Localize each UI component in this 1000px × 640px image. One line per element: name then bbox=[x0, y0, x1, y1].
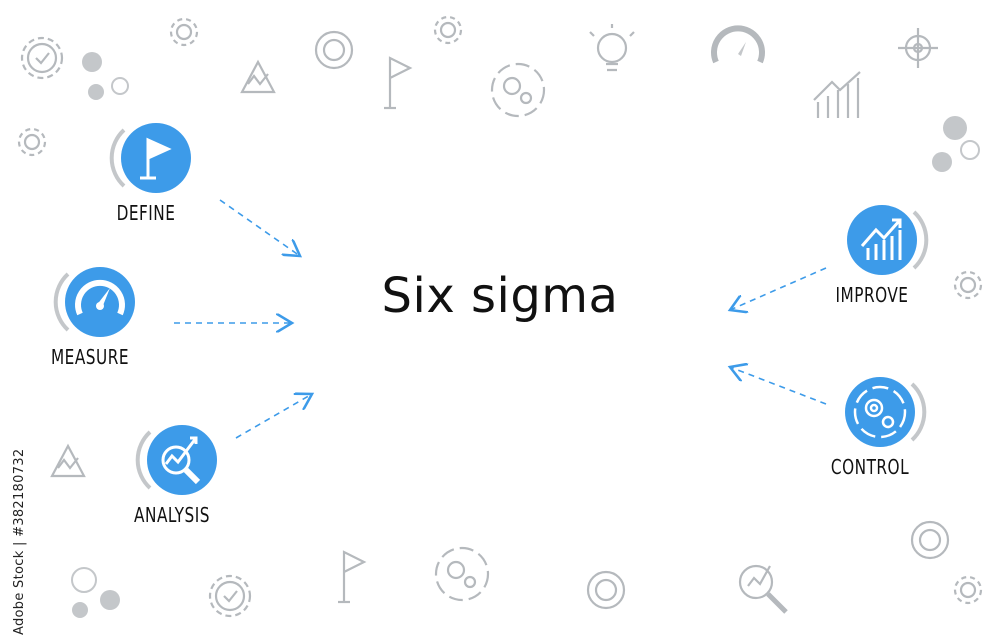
flag-icon bbox=[338, 550, 367, 604]
arrow-analysis bbox=[235, 394, 312, 439]
bar-chart-up-icon bbox=[847, 205, 929, 275]
bar-chart-up-icon bbox=[813, 71, 861, 118]
arrow-define bbox=[219, 199, 300, 256]
gear-check-icon bbox=[20, 36, 64, 80]
gear-icon bbox=[433, 15, 463, 45]
node-label: ANALYSIS bbox=[134, 504, 210, 528]
mountain-chart-icon bbox=[50, 443, 86, 478]
node-improve: IMPROVE bbox=[822, 200, 942, 320]
gears-cycle-icon bbox=[845, 377, 927, 447]
lightbulb-icon bbox=[589, 24, 635, 72]
gears-cycle-icon bbox=[490, 62, 546, 118]
magnifier-chart-icon bbox=[135, 425, 217, 495]
gear-icon bbox=[953, 270, 983, 300]
node-analysis: ANALYSIS bbox=[122, 420, 242, 540]
stock-id-text: Adobe Stock | #382180732 bbox=[12, 448, 27, 635]
gauge-icon bbox=[711, 25, 765, 64]
mountain-chart-icon bbox=[240, 59, 276, 94]
node-label: IMPROVE bbox=[835, 284, 909, 308]
target-icon bbox=[898, 28, 938, 68]
magnifier-chart-icon bbox=[738, 564, 788, 614]
cycle-icon bbox=[910, 520, 950, 560]
flag-icon bbox=[384, 56, 413, 110]
gear-icon bbox=[169, 17, 199, 47]
node-label: MEASURE bbox=[50, 346, 130, 370]
dots-icon bbox=[82, 52, 102, 72]
node-define: DEFINE bbox=[96, 118, 216, 238]
diagram-title: Six sigma bbox=[381, 268, 619, 324]
cycle-icon bbox=[314, 30, 354, 70]
node-label: DEFINE bbox=[116, 202, 176, 226]
cycle-icon bbox=[586, 570, 626, 610]
arrow-control bbox=[730, 367, 827, 405]
node-label: CONTROL bbox=[830, 456, 910, 480]
gear-check-icon bbox=[208, 574, 252, 618]
gear-icon bbox=[17, 127, 47, 157]
gears-cycle-icon bbox=[434, 546, 490, 602]
node-measure: MEASURE bbox=[40, 262, 160, 382]
node-control: CONTROL bbox=[820, 372, 940, 492]
gear-icon bbox=[953, 575, 983, 605]
gauge-icon bbox=[53, 267, 135, 337]
flag-icon bbox=[109, 123, 191, 193]
